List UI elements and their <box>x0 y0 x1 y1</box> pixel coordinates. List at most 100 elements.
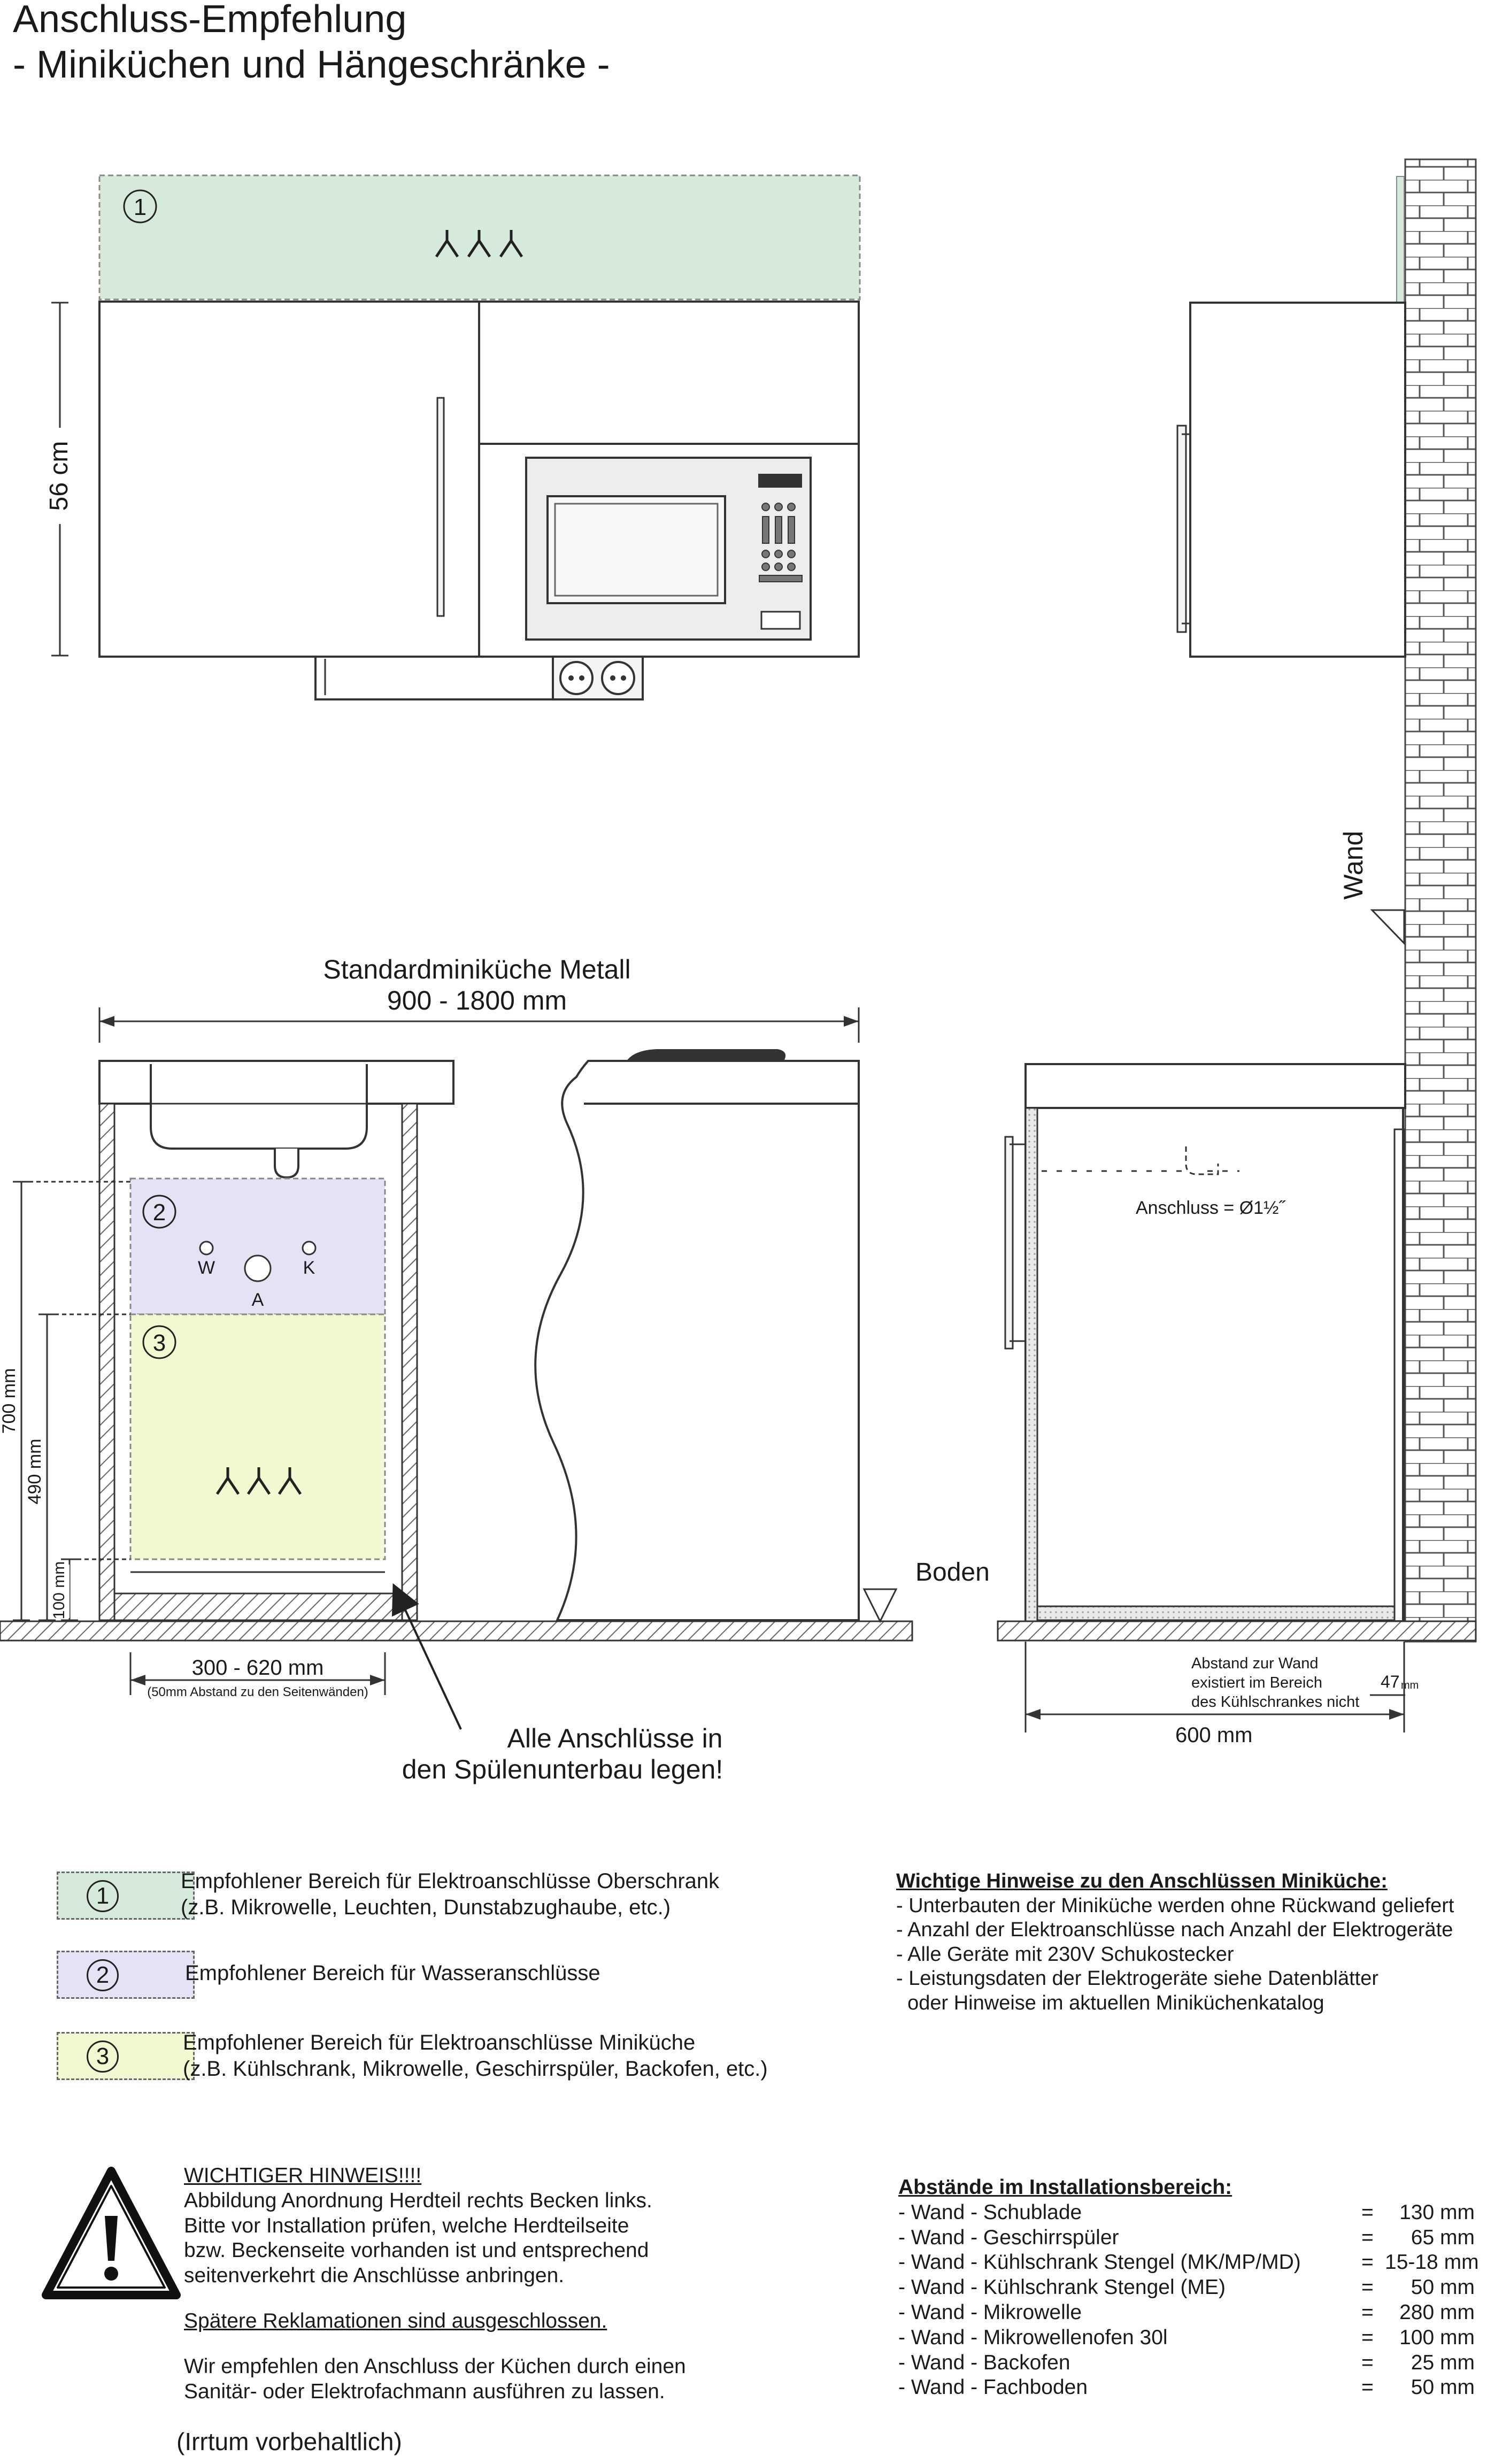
distance-equals: = <box>1361 2200 1374 2224</box>
warning-recommend-1: Wir empfehlen den Anschluss der Küchen d… <box>184 2354 686 2378</box>
floor-front <box>0 1620 913 1642</box>
zone-3-area <box>129 1313 386 1560</box>
distance-label: - Wand - Kühlschrank Stengel (MK/MP/MD) <box>898 2251 1301 2274</box>
sink-width-note: (50mm Abstand zu den Seitenwänden) <box>147 1685 368 1699</box>
warning-line-3: bzw. Beckenseite vorhanden ist und entsp… <box>184 2239 649 2262</box>
distance-value: 130 mm <box>1399 2200 1475 2224</box>
distance-value: 280 mm <box>1399 2300 1475 2324</box>
warning-block: WICHTIGER HINWEIS!!!! Abbildung Anordnun… <box>184 2163 686 2404</box>
legend-text-2: Empfohlener Bereich für Wasseranschlüsse <box>185 1961 600 1985</box>
zone-1-number: 1 <box>134 194 147 220</box>
legend-text-1: Empfohlener Bereich für Elektroanschlüss… <box>181 1869 720 1919</box>
hints-heading: Wichtige Hinweise zu den Anschlüssen Min… <box>896 1870 1388 1892</box>
dim-490-label: 490 mm <box>25 1439 45 1505</box>
wall-gap-unit: mm <box>1401 1680 1419 1691</box>
distance-row: - Wand - Fachboden = 50 mm <box>898 2375 1481 2400</box>
distance-row: - Wand - Mikrowelle = 280 mm <box>898 2300 1481 2326</box>
upper-height-label: 56 cm <box>45 441 73 511</box>
distance-row: - Wand - Geschirrspüler = 65 mm <box>898 2226 1481 2251</box>
distances-table: - Wand - Schublade=130 mm- Wand - Geschi… <box>898 2200 1481 2400</box>
zone-2-number: 2 <box>153 1199 166 1226</box>
water-k-symbol <box>302 1241 317 1256</box>
installation-drawing: 1 <box>0 158 1477 1784</box>
hint-line-1: - Unterbauten der Miniküche werden ohne … <box>896 1894 1454 1917</box>
microwave <box>525 457 812 641</box>
kitchen-side-worktop <box>1024 1063 1406 1109</box>
svg-text:A: A <box>252 1290 264 1310</box>
distance-label: - Wand - Fachboden <box>898 2376 1088 2399</box>
drain-label: Anschluss = Ø1½˝ <box>1136 1198 1286 1218</box>
hint-line-2: - Anzahl der Elektroanschlüsse nach Anza… <box>896 1919 1453 1942</box>
distance-row: - Wand - Mikrowellenofen 30l=100 mm <box>898 2326 1481 2351</box>
distance-row: - Wand - Kühlschrank Stengel (MK/MP/MD) =… <box>898 2250 1481 2275</box>
warning-line-1: Abbildung Anordnung Herdteil rechts Beck… <box>184 2189 652 2212</box>
svg-text:W: W <box>198 1258 215 1278</box>
distance-label: - Wand - Geschirrspüler <box>898 2226 1119 2249</box>
distance-value: 15-18 mm <box>1385 2251 1479 2274</box>
legend-number-2: 2 <box>87 1959 119 1991</box>
wall-gap-value: 47 <box>1381 1672 1400 1691</box>
distance-equals: = <box>1361 2351 1374 2374</box>
distance-value: 50 mm <box>1411 2276 1475 2299</box>
cabinet-plinth <box>113 1592 403 1621</box>
wall-gap-note-1: Abstand zur Wand <box>1191 1655 1319 1672</box>
distance-value: 50 mm <box>1411 2376 1475 2399</box>
all-connections-line-1: Alle Anschlüsse in <box>507 1723 722 1753</box>
distance-row: - Wand - Schublade = 130 mm <box>898 2200 1481 2226</box>
legend-swatch-2 <box>57 1951 195 1999</box>
zone-2-area <box>129 1177 386 1315</box>
floor-label: Boden <box>915 1558 990 1587</box>
legend-swatch-3 <box>57 2032 195 2080</box>
disclaimer: (Irrtum vorbehaltlich) <box>176 2428 402 2455</box>
warning-recommend-2: Sanitär- oder Elektrofachmann ausführen … <box>184 2380 665 2403</box>
distances-heading: Abstände im Installationsbereich: <box>898 2176 1232 2199</box>
wall-green-strip <box>1396 176 1405 303</box>
distance-label: - Wand - Schublade <box>898 2200 1082 2224</box>
hints-block: Wichtige Hinweise zu den Anschlüssen Min… <box>896 1869 1454 2016</box>
socket-symbols-lower <box>215 1467 302 1495</box>
upper-cabinet-left-door <box>98 301 480 658</box>
title-line-2: - Miniküchen und Hängeschränke - <box>13 43 610 86</box>
distance-value: 65 mm <box>1411 2226 1475 2249</box>
distances-block: Abstände im Installationsbereich: - Wand… <box>898 2175 1481 2400</box>
kitchen-width: 900 - 1800 mm <box>387 985 567 1015</box>
distance-equals: = <box>1361 2300 1374 2324</box>
depth-label: 600 mm <box>1175 1723 1253 1747</box>
kitchen-side-body <box>1024 1107 1404 1622</box>
distance-equals: = <box>1361 2276 1374 2299</box>
floor-side <box>997 1620 1477 1642</box>
drain-a-symbol <box>244 1254 272 1282</box>
distance-equals: = <box>1361 2326 1374 2349</box>
distance-equals: = <box>1361 2376 1374 2399</box>
svg-text:K: K <box>303 1258 315 1278</box>
distance-label: - Wand - Mikrowellenofen 30l <box>898 2326 1168 2349</box>
warning-line-2: Bitte vor Installation prüfen, welche He… <box>184 2214 629 2237</box>
wall-gap-note-3: des Kühlschrankes nicht <box>1191 1693 1359 1711</box>
warning-line-4: seitenverkehrt die Anschlüsse anbringen. <box>184 2264 565 2288</box>
cabinet-left-wall <box>98 1103 115 1621</box>
distance-label: - Wand - Mikrowelle <box>898 2300 1082 2324</box>
distance-label: - Wand - Backofen <box>898 2351 1070 2374</box>
sink-width-label: 300 - 620 mm <box>192 1656 324 1680</box>
stove-cabinet <box>534 1060 860 1621</box>
legend-text-3: Empfohlener Bereich für Elektroanschlüss… <box>183 2031 768 2081</box>
legend-number-3: 3 <box>87 2040 119 2073</box>
zone-1-number-circle <box>123 189 157 224</box>
distance-row: - Wand - Backofen = 25 mm <box>898 2351 1481 2376</box>
door-handle <box>436 397 445 617</box>
warning-heading: WICHTIGER HINWEIS!!!! <box>184 2164 422 2187</box>
distance-value: 25 mm <box>1411 2351 1475 2374</box>
legend-number-1: 1 <box>87 1880 119 1912</box>
dim-100-label: 100 mm <box>50 1561 68 1619</box>
warning-complaint: Spätere Reklamationen sind ausgeschlosse… <box>184 2309 607 2332</box>
hint-line-4: - Leistungsdaten der Elektrogeräte siehe… <box>896 1967 1378 1990</box>
distance-equals: = <box>1361 2251 1374 2274</box>
distance-equals: = <box>1361 2226 1374 2249</box>
page-title: Anschluss-Empfehlung - Miniküchen und Hä… <box>13 0 610 88</box>
distance-row: - Wand - Kühlschrank Stengel (ME) = 50 mm <box>898 2275 1481 2300</box>
zone-3-number: 3 <box>153 1330 166 1356</box>
water-w-symbol <box>199 1241 214 1256</box>
warning-icon <box>42 2167 181 2299</box>
distance-label: - Wand - Kühlschrank Stengel (ME) <box>898 2276 1226 2299</box>
